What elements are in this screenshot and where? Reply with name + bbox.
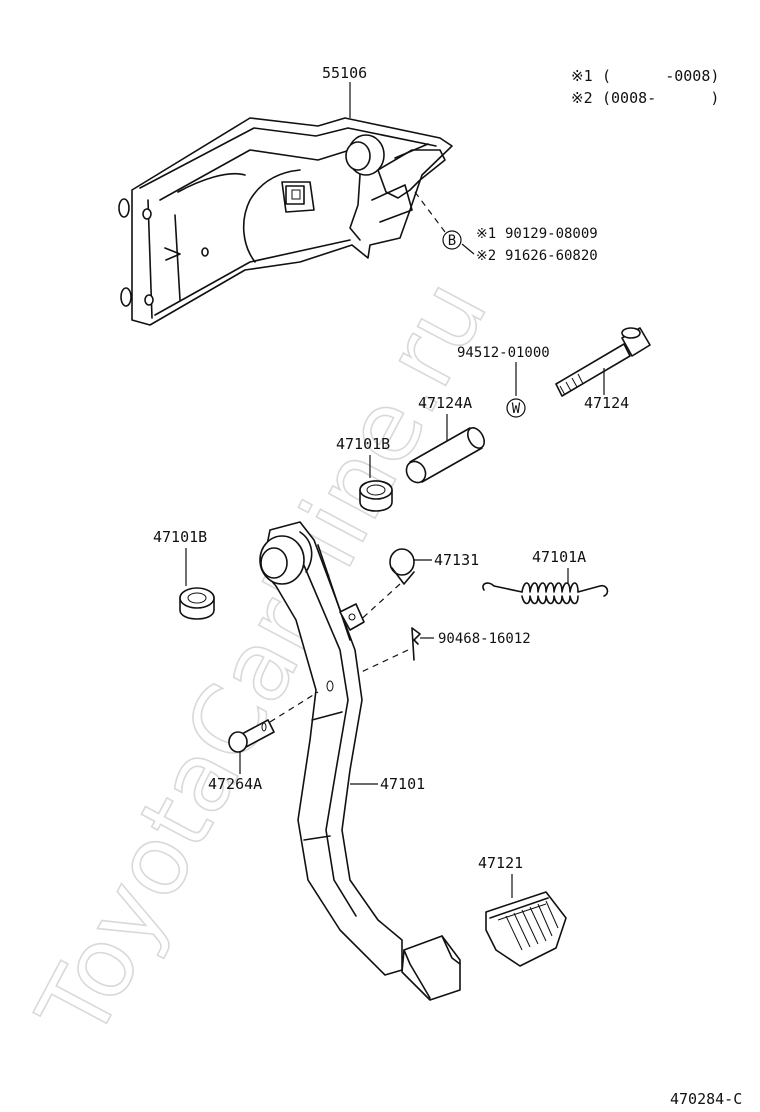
label-90468-16012: 90468-16012	[438, 631, 531, 647]
svg-text:B: B	[448, 233, 456, 249]
label-47101: 47101	[380, 775, 425, 793]
label-91626-60820: 91626-60820	[505, 248, 598, 264]
bushing-left-drawing	[179, 587, 215, 620]
label-94512-01000: 94512-01000	[457, 345, 550, 361]
washer-symbol: W	[506, 398, 526, 418]
label-47121: 47121	[478, 854, 523, 872]
bracket-drawing	[118, 117, 453, 326]
legend-range-1: ( -0008)	[602, 67, 719, 85]
diagram-code: 470284-C	[670, 1090, 742, 1108]
label-47264A: 47264A	[208, 775, 262, 793]
legend-mark-1: ※1	[571, 67, 593, 85]
bolt-alt2-mark: ※2	[476, 248, 496, 264]
pedal-arm-drawing	[259, 521, 461, 1001]
pedal-pad-drawing	[485, 891, 567, 967]
bushing-upper-drawing	[359, 480, 393, 512]
svg-text:W: W	[512, 401, 521, 417]
label-47101A: 47101A	[532, 548, 586, 566]
bolt-alt1-mark: ※1	[476, 226, 496, 242]
label-47101B-upper: 47101B	[336, 435, 390, 453]
clip-drawing	[411, 627, 421, 661]
spring-drawing	[482, 582, 609, 605]
watermark-text: ToyotaCarMine.ru	[16, 263, 509, 1057]
collar-drawing	[405, 427, 485, 484]
label-47124: 47124	[584, 394, 629, 412]
legend-range-2: (0008- )	[602, 89, 719, 107]
label-47131: 47131	[434, 551, 479, 569]
pivot-bolt-drawing	[555, 327, 651, 397]
label-47124A: 47124A	[418, 394, 472, 412]
label-90129-08009: 90129-08009	[505, 226, 598, 242]
label-47101B-left: 47101B	[153, 528, 207, 546]
bolt-b-symbol: B	[442, 230, 462, 250]
legend: ※1 ( -0008) ※2 (0008- )	[571, 67, 719, 107]
stopper-drawing	[389, 548, 415, 585]
legend-mark-2: ※2	[571, 89, 593, 107]
clevis-pin-drawing	[228, 719, 275, 753]
label-55106: 55106	[322, 64, 367, 82]
